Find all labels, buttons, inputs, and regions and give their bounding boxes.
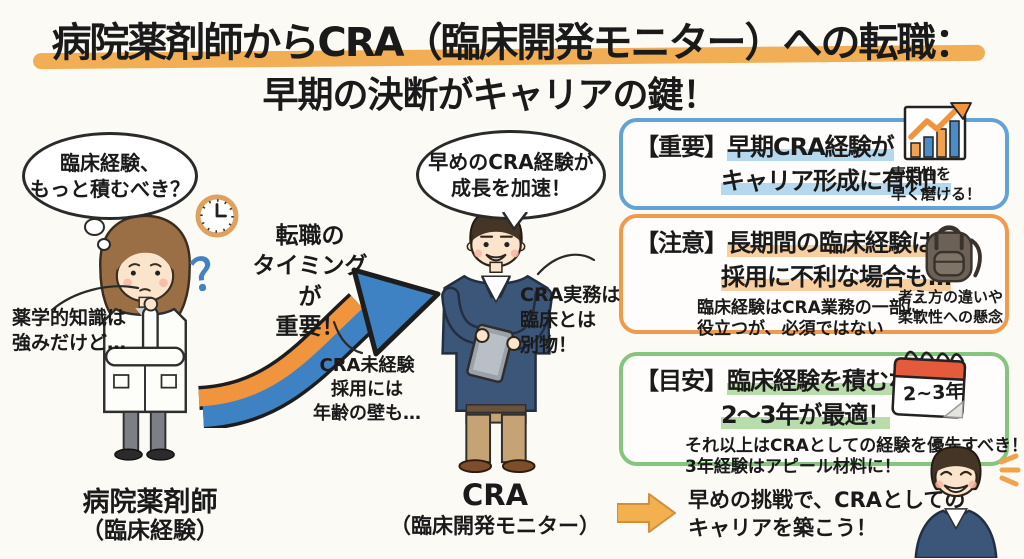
backpack-icon [925, 225, 982, 283]
cra-note: CRA実務は 臨床とは 別物！ [520, 284, 621, 357]
pharmacist-illustration [99, 214, 191, 461]
conclusion-text: 早めの挑戦で、CRAとしての キャリアを築こう！ [688, 488, 966, 541]
thought-trail-circle [97, 238, 111, 251]
clock-icon [195, 194, 239, 238]
speech-line: 成長を加速！ [451, 176, 571, 200]
panel-caution-heading: 【注意】長期間の臨床経験は [635, 229, 935, 257]
pharmacist-sublabel: （臨床経験） [81, 518, 219, 544]
speech-bubble: 早めのCRA経験が 成長を加速！ [416, 130, 606, 220]
cra-label: CRA [461, 478, 529, 512]
panel-important: 【重要】早期CRA経験が キャリア形成に有利！ [619, 118, 1009, 210]
panel-tag: 【注意】 [635, 229, 728, 257]
growth-arrow-icon [198, 267, 441, 428]
bar-chart-icon [903, 102, 972, 161]
bar-chart-caption: 専門性を 早く磨ける！ [891, 165, 982, 203]
barrier-note: CRA未経験 採用には 年齢の壁も… [313, 355, 421, 424]
happy-cra-illustration [914, 445, 998, 558]
cra-sublabel: （臨床開発モニター） [390, 514, 600, 538]
sparkle-emphasis-icon [998, 453, 1021, 487]
thought-line: もっと積むべき？ [30, 177, 190, 201]
note-connector [536, 253, 596, 276]
note-connector [50, 285, 140, 312]
cra-illustration [441, 209, 553, 474]
speech-line: 早めのCRA経験が [428, 150, 594, 174]
panel-tag: 【重要】 [635, 133, 728, 161]
calendar-label: 2~3年 [902, 380, 965, 406]
calendar-icon [891, 350, 967, 419]
speech-bubble-tail [501, 212, 528, 231]
page-subtitle: 早期の決断がキャリアの鍵！ [262, 75, 718, 116]
timing-note: 転職の タイミングが 重要！ [252, 223, 368, 341]
panel-tag: 【目安】 [635, 367, 728, 395]
thought-trail-circle [84, 218, 105, 236]
pharmacist-note: 薬学的知識は 強みだけど… [12, 307, 127, 355]
page-title: 病院薬剤師からCRA（臨床開発モニター）への転職： [51, 20, 974, 66]
panel-important-heading: 【重要】早期CRA経験が [635, 133, 895, 161]
pharmacist-label: 病院薬剤師 [82, 487, 218, 518]
thought-line: 臨床経験、 [60, 151, 160, 175]
panel-caution-subtext: 臨床経験はCRA業務の一部に 役立つが、必須ではない [697, 298, 923, 339]
backpack-caption: 考え方の違いや 柔軟性への懸念 [898, 288, 1004, 326]
forward-arrow-icon [617, 493, 676, 533]
note-connector [332, 320, 364, 355]
thought-bubble: 臨床経験、 もっと積むべき？ [22, 132, 198, 220]
question-mark-icon: ？ [187, 246, 238, 303]
